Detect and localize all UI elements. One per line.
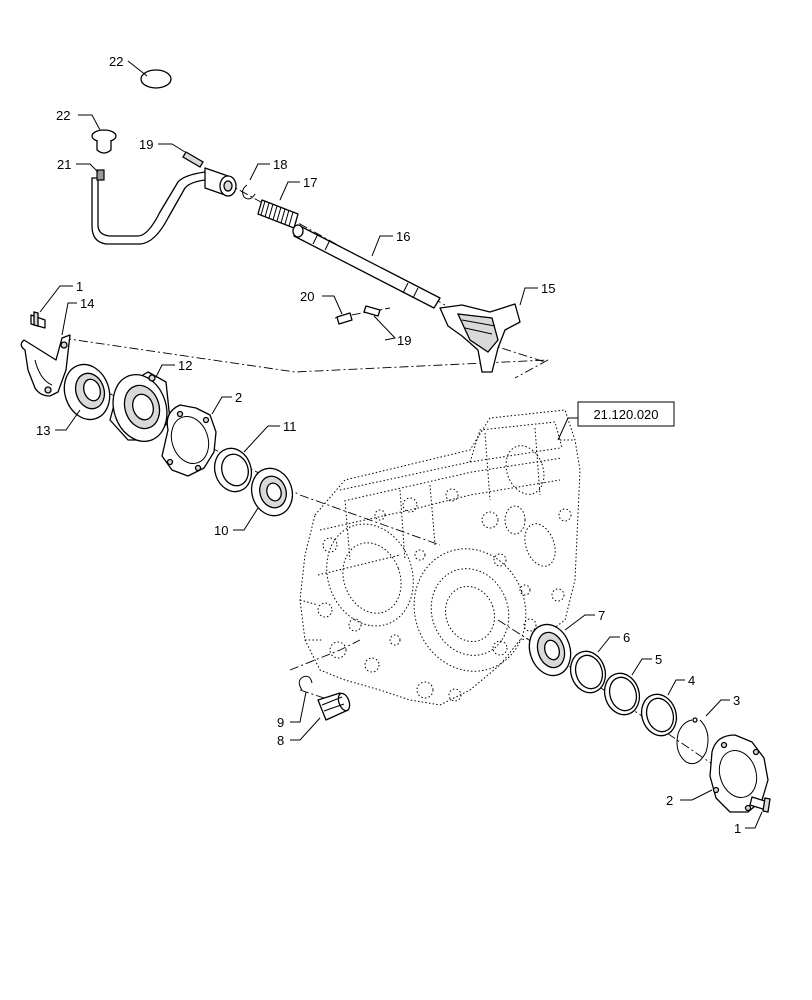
part-19-roll-pin-upper bbox=[182, 151, 204, 168]
part-22-knob bbox=[91, 129, 117, 154]
part-7-ball-bearing bbox=[528, 623, 572, 677]
callout-3: 3 bbox=[733, 693, 740, 708]
part-11-spacer-ring bbox=[213, 447, 253, 493]
part-15-shift-fork bbox=[439, 303, 521, 373]
part-20-pin bbox=[336, 312, 353, 325]
transmission-housing bbox=[299, 409, 581, 706]
part-10-ball-bearing bbox=[250, 467, 294, 517]
part-6-ring bbox=[569, 650, 607, 694]
reference-box[interactable]: 21.120.020 bbox=[577, 401, 675, 427]
callout-9: 9 bbox=[277, 715, 284, 730]
callout-7: 7 bbox=[598, 608, 605, 623]
part-4-ring bbox=[640, 693, 678, 737]
callout-15: 15 bbox=[541, 281, 555, 296]
part-12-flange-housing bbox=[109, 371, 171, 442]
part-1-bolt-upper bbox=[30, 311, 46, 329]
callout-19-upper: 19 bbox=[139, 137, 153, 152]
leader-lines bbox=[39, 60, 763, 829]
part-8-plug bbox=[317, 692, 351, 721]
callout-18: 18 bbox=[273, 157, 287, 172]
part-14-retaining-plate bbox=[20, 334, 71, 397]
callout-14: 14 bbox=[80, 296, 94, 311]
callout-17: 17 bbox=[303, 175, 317, 190]
callout-2-upper: 2 bbox=[235, 390, 242, 405]
part-17-spring bbox=[257, 199, 299, 229]
callout-11: 11 bbox=[283, 419, 297, 434]
part-9-snap-ring bbox=[298, 675, 313, 691]
reference-label[interactable]: 21.120.020 bbox=[593, 407, 658, 422]
callout-4: 4 bbox=[688, 673, 695, 688]
callout-21: 21 bbox=[57, 157, 71, 172]
callout-13: 13 bbox=[36, 423, 50, 438]
callout-5: 5 bbox=[655, 652, 662, 667]
callout-2-lower: 2 bbox=[666, 793, 673, 808]
part-5-ring bbox=[603, 672, 641, 716]
callout-19-lower: 19 bbox=[397, 333, 411, 348]
callout-8: 8 bbox=[277, 733, 284, 748]
part-13-bearing-carrier bbox=[63, 363, 111, 421]
part-22-plug-cap-top bbox=[140, 69, 172, 89]
callout-10: 10 bbox=[214, 523, 228, 538]
part-21-shift-lever bbox=[91, 167, 237, 245]
callout-22-top: 22 bbox=[109, 54, 123, 69]
part-2-cover-plate-lower bbox=[709, 734, 769, 813]
callout-6: 6 bbox=[623, 630, 630, 645]
callout-labels: 22 22 19 21 18 17 16 15 20 19 1 14 12 2 … bbox=[36, 54, 741, 836]
part-1-bolt-lower bbox=[749, 796, 771, 813]
callout-12: 12 bbox=[178, 358, 192, 373]
part-18-snap-ring bbox=[242, 184, 256, 200]
callout-1-upper: 1 bbox=[76, 279, 83, 294]
callout-16: 16 bbox=[396, 229, 410, 244]
part-2-gasket-upper bbox=[161, 404, 217, 477]
callout-1-lower: 1 bbox=[734, 821, 741, 836]
part-19-roll-pin-lower bbox=[363, 305, 381, 317]
part-3-circlip bbox=[676, 717, 709, 765]
part-16-shift-rail bbox=[292, 224, 441, 309]
callout-22-knob: 22 bbox=[56, 108, 70, 123]
callout-20: 20 bbox=[300, 289, 314, 304]
